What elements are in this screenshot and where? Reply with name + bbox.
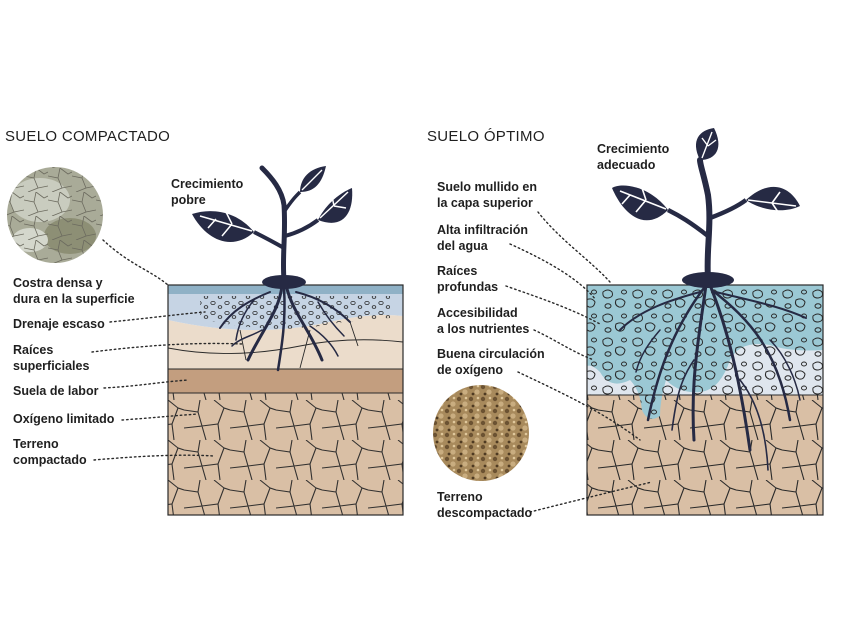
large-plant: [612, 128, 800, 288]
cracked-soil-photo: [7, 167, 103, 263]
title-optimal: SUELO ÓPTIMO: [427, 128, 545, 145]
light-layer-line: [168, 339, 403, 354]
compacted-soil-block: [168, 285, 403, 515]
label-limited-oxygen: Oxígeno limitado: [13, 412, 115, 426]
loose-soil-photo: [433, 385, 529, 481]
plow-pan-layer: [168, 369, 403, 393]
big-leaf-left: [612, 185, 668, 221]
light-layer-line-2: [239, 321, 359, 369]
small-plant: [192, 165, 353, 289]
dense-crust: [168, 285, 403, 294]
loose-crack-texture: [587, 395, 823, 515]
compacted-crack-texture: [168, 392, 403, 515]
shallow-roots: [219, 283, 351, 372]
optimal-soil-block: [587, 285, 823, 515]
drainage-dots: [200, 296, 390, 329]
label-poor-drainage: Drenaje escaso: [13, 317, 105, 331]
label-plow-pan: Suela de labor: [13, 384, 99, 398]
left-leader-lines: [91, 239, 243, 461]
light-soil-layer: [168, 315, 403, 369]
title-compacted: SUELO COMPACTADO: [5, 128, 171, 145]
right-leader-lines: [505, 211, 653, 513]
water-pebbles: [587, 285, 823, 419]
deep-roots: [619, 283, 807, 471]
big-leaf-right: [746, 186, 800, 211]
